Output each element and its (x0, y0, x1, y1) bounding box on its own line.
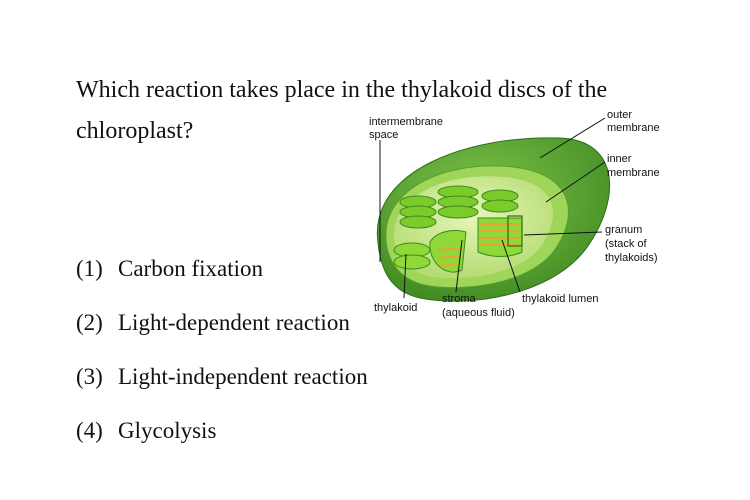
answer-choices: (1) Carbon fixation (2) Light-dependent re… (76, 252, 368, 468)
choice-4[interactable]: (4) Glycolysis (76, 414, 368, 468)
question-text: Which reaction takes place in the thylak… (76, 77, 608, 144)
choice-text: Glycolysis (118, 418, 217, 443)
label-outer-membrane-2: membrane (607, 122, 660, 134)
choice-number: (4) (76, 418, 103, 443)
label-stroma: stroma (442, 293, 477, 305)
label-granum-3: thylakoids) (605, 252, 658, 264)
thylakoid-stacks (393, 185, 523, 273)
label-inner-membrane: inner (607, 153, 632, 165)
choice-number: (1) (76, 256, 103, 281)
choice-text: Light-independent reaction (118, 364, 368, 389)
label-thylakoid-lumen: thylakoid lumen (522, 293, 598, 305)
label-granum: granum (605, 224, 642, 236)
label-pointers (379, 117, 606, 299)
choice-text: Light-dependent reaction (118, 310, 350, 335)
choice-number: (3) (76, 364, 103, 389)
label-inner-membrane-2: membrane (607, 167, 660, 179)
label-outer-membrane: outer (607, 109, 632, 121)
label-granum-2: (stack of (605, 238, 648, 250)
choice-text: Carbon fixation (118, 256, 263, 281)
label-intermembrane-space-2: space (369, 129, 398, 141)
choice-2[interactable]: (2) Light-dependent reaction (76, 306, 368, 360)
label-intermembrane-space: intermembrane (369, 116, 443, 128)
choice-number: (2) (76, 310, 103, 335)
label-thylakoid: thylakoid (374, 302, 417, 314)
choice-1[interactable]: (1) Carbon fixation (76, 252, 368, 306)
label-stroma-2: (aqueous fluid) (442, 307, 515, 319)
choice-3[interactable]: (3) Light-independent reaction (76, 360, 368, 414)
